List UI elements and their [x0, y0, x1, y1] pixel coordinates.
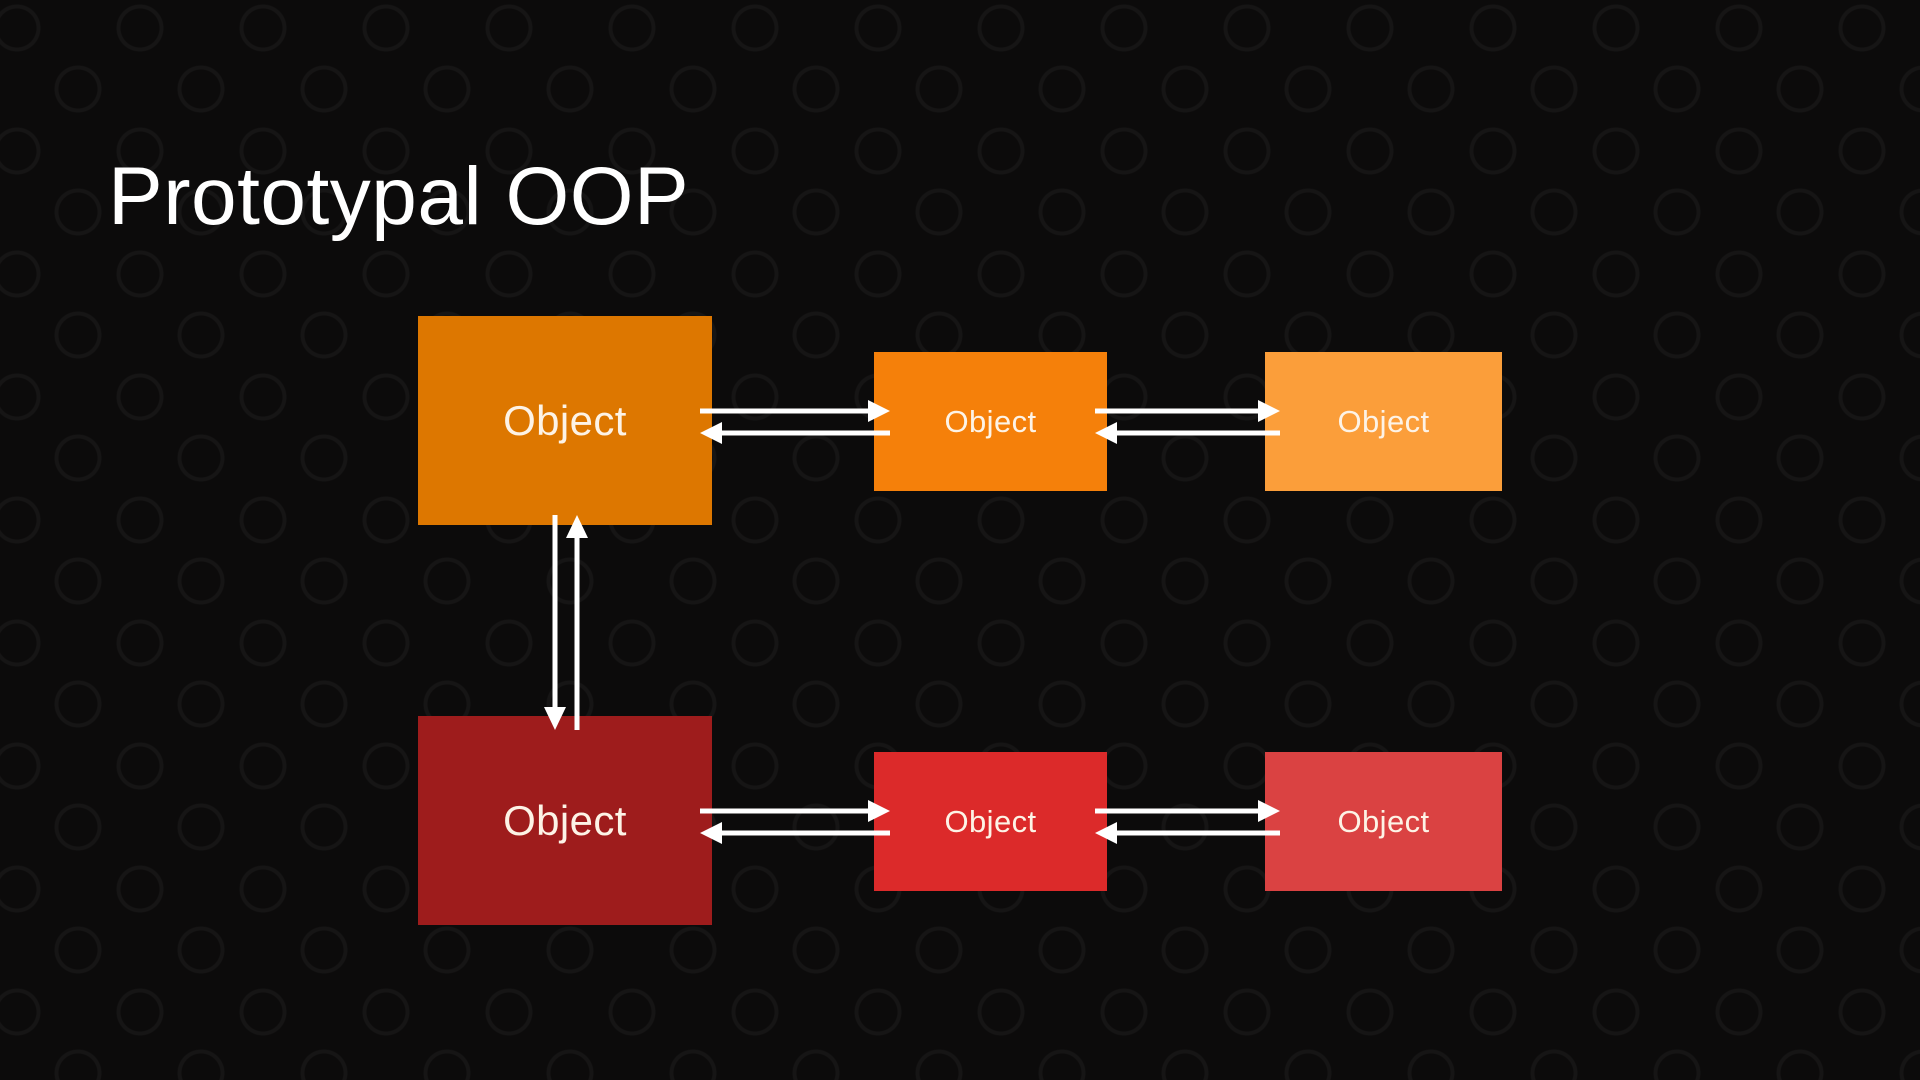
node-label: Object	[1337, 403, 1430, 439]
connector-orange-prototype-to-grandprototype	[1095, 400, 1280, 444]
node-label: Object	[503, 796, 627, 844]
connector-orange-root-to-red-root	[544, 515, 588, 730]
node-box-orange-grandprototype[interactable]: Object	[1265, 352, 1502, 491]
connector-orange-root-to-prototype	[700, 400, 890, 444]
node-label: Object	[503, 396, 627, 444]
node-label: Object	[944, 403, 1037, 439]
node-label: Object	[1337, 803, 1430, 839]
connector-red-root-to-prototype	[700, 800, 890, 844]
node-box-red-prototype[interactable]: Object	[874, 752, 1107, 891]
connector-red-prototype-to-grandprototype	[1095, 800, 1280, 844]
node-box-orange-root[interactable]: Object	[418, 316, 712, 525]
node-box-red-root[interactable]: Object	[418, 716, 712, 925]
node-box-orange-prototype[interactable]: Object	[874, 352, 1107, 491]
node-label: Object	[944, 803, 1037, 839]
node-box-red-grandprototype[interactable]: Object	[1265, 752, 1502, 891]
page-title: Prototypal OOP	[108, 150, 690, 242]
